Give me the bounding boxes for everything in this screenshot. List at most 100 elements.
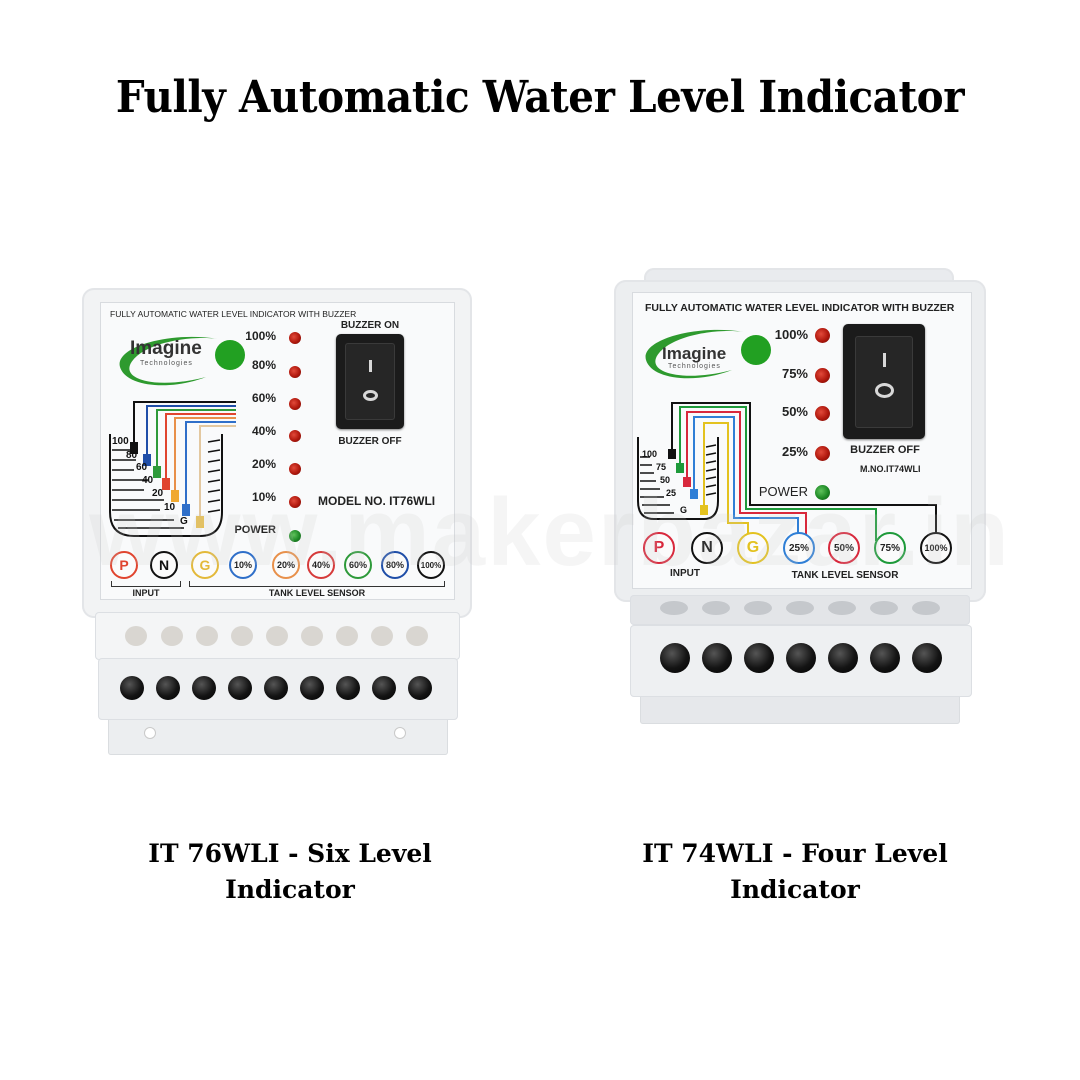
terminal-screw bbox=[912, 643, 942, 673]
terminal-screw bbox=[228, 676, 252, 700]
led-40-indicator bbox=[289, 430, 301, 442]
buzzer-off-label: BUZZER OFF bbox=[338, 436, 402, 447]
led-75-indicator bbox=[815, 368, 830, 383]
terminal-100: 100% bbox=[920, 532, 952, 564]
svg-text:75: 75 bbox=[656, 462, 666, 472]
caption-it76wli: IT 76WLI - Six Level Indicator bbox=[110, 836, 470, 908]
led-10-indicator bbox=[289, 496, 301, 508]
product-image-it74wli: FULLY AUTOMATIC WATER LEVEL INDICATOR WI… bbox=[614, 268, 986, 724]
svg-text:60: 60 bbox=[136, 462, 148, 473]
led-label-100: 100% bbox=[774, 327, 808, 342]
terminal-screw bbox=[786, 643, 816, 673]
imagine-logo bbox=[645, 329, 771, 379]
led-60-indicator bbox=[289, 398, 301, 410]
sensor-bracket bbox=[189, 581, 445, 587]
switch-off-symbol-icon bbox=[363, 390, 378, 401]
terminal-screw bbox=[192, 676, 216, 700]
terminal-screw bbox=[264, 676, 288, 700]
screw-terminal-block bbox=[630, 625, 972, 697]
buzzer-on-label: BUZZER ON bbox=[340, 320, 400, 331]
model-number: MODEL NO. IT76WLI bbox=[318, 494, 436, 508]
brand-sub: Technologies bbox=[140, 360, 193, 367]
terminal-80: 80% bbox=[381, 551, 409, 579]
led-100-indicator bbox=[815, 328, 830, 343]
terminal-n: N bbox=[691, 532, 723, 564]
tank-diagram-icon: 100 75 50 25 G bbox=[637, 402, 937, 541]
led-label-50: 50% bbox=[781, 404, 808, 419]
terminal-25: 25% bbox=[783, 532, 815, 564]
panel-title: FULLY AUTOMATIC WATER LEVEL INDICATOR WI… bbox=[110, 309, 357, 319]
svg-text:20: 20 bbox=[152, 488, 164, 499]
power-led-indicator bbox=[815, 485, 830, 500]
terminal-screw bbox=[336, 676, 360, 700]
panel-title: FULLY AUTOMATIC WATER LEVEL INDICATOR WI… bbox=[645, 302, 955, 314]
mount-hole-right bbox=[394, 727, 406, 739]
terminal-screw bbox=[870, 643, 900, 673]
mount-hole-left bbox=[144, 727, 156, 739]
terminal-60: 60% bbox=[344, 551, 372, 579]
input-label: INPUT bbox=[670, 568, 700, 579]
tank-diagram-icon: 100 80 60 40 20 10 G bbox=[109, 401, 236, 537]
caption-it74wli: IT 74WLI - Four Level Indicator bbox=[610, 836, 980, 908]
terminal-screw bbox=[408, 676, 432, 700]
caption-line-2: Indicator bbox=[730, 875, 860, 904]
led-80-indicator bbox=[289, 366, 301, 378]
terminal-g: G bbox=[737, 532, 769, 564]
wire-entry-strip bbox=[630, 595, 970, 625]
svg-text:50: 50 bbox=[660, 475, 670, 485]
terminal-n: N bbox=[150, 551, 178, 579]
terminal-screw bbox=[300, 676, 324, 700]
mounting-plate bbox=[108, 715, 448, 755]
terminal-50: 50% bbox=[828, 532, 860, 564]
rocker[interactable] bbox=[345, 343, 395, 420]
brand-sub: Technologies bbox=[668, 363, 721, 370]
switch-on-symbol-icon bbox=[883, 353, 886, 367]
model-number: M.NO.IT74WLI bbox=[860, 464, 921, 474]
terminal-75: 75% bbox=[874, 532, 906, 564]
buzzer-rocker-switch[interactable] bbox=[336, 334, 404, 429]
product-image-it76wli: FULLY AUTOMATIC WATER LEVEL INDICATOR WI… bbox=[0, 0, 540, 800]
led-label-20: 20% bbox=[251, 457, 276, 471]
caption-line-1: IT 74WLI - Four Level bbox=[642, 839, 948, 868]
imagine-logo bbox=[119, 336, 245, 386]
rocker[interactable] bbox=[855, 336, 913, 428]
terminal-screw bbox=[156, 676, 180, 700]
svg-text:G: G bbox=[180, 516, 188, 527]
terminal-screw bbox=[702, 643, 732, 673]
terminal-screw bbox=[120, 676, 144, 700]
power-led-indicator bbox=[289, 530, 301, 542]
svg-text:80: 80 bbox=[126, 450, 138, 461]
svg-text:10: 10 bbox=[164, 502, 176, 513]
led-25-indicator bbox=[815, 446, 830, 461]
terminal-screw bbox=[828, 643, 858, 673]
led-label-power: POWER bbox=[758, 484, 808, 499]
caption-line-1: IT 76WLI - Six Level bbox=[148, 839, 432, 868]
tank-level-sensor-label: TANK LEVEL SENSOR bbox=[791, 570, 899, 581]
terminal-40: 40% bbox=[307, 551, 335, 579]
buzzer-off-label: BUZZER OFF bbox=[850, 444, 920, 456]
led-label-25: 25% bbox=[781, 444, 808, 459]
led-20-indicator bbox=[289, 463, 301, 475]
buzzer-rocker-switch[interactable] bbox=[843, 324, 925, 439]
svg-text:100: 100 bbox=[642, 449, 657, 459]
svg-text:25: 25 bbox=[666, 488, 676, 498]
wire-entry-strip bbox=[95, 612, 460, 660]
terminal-screw bbox=[744, 643, 774, 673]
input-label: INPUT bbox=[132, 588, 160, 598]
input-bracket bbox=[111, 581, 181, 587]
tank-level-sensor-label: TANK LEVEL SENSOR bbox=[268, 588, 366, 598]
terminal-p: P bbox=[110, 551, 138, 579]
brand-name: Imagine bbox=[662, 344, 727, 363]
page-title: Fully Automatic Water Level Indicator bbox=[115, 72, 965, 123]
switch-on-symbol-icon bbox=[369, 360, 372, 372]
terminal-p: P bbox=[643, 532, 675, 564]
terminal-10: 10% bbox=[229, 551, 257, 579]
led-label-80: 80% bbox=[251, 358, 276, 372]
led-label-100: 100% bbox=[245, 329, 276, 343]
terminal-100: 100% bbox=[417, 551, 445, 579]
led-100-indicator bbox=[289, 332, 301, 344]
svg-text:40: 40 bbox=[142, 475, 154, 486]
terminal-screw bbox=[372, 676, 396, 700]
led-label-75: 75% bbox=[781, 366, 808, 381]
led-label-power: POWER bbox=[234, 524, 276, 536]
